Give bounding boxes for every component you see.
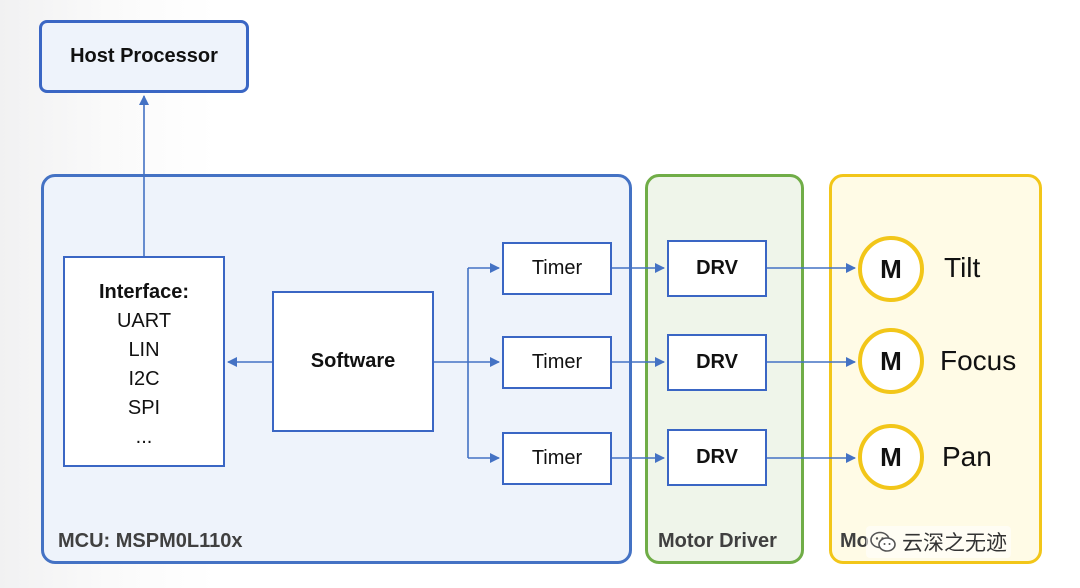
motor-focus: M [858, 328, 924, 394]
timer-label: Timer [531, 351, 583, 373]
motor-driver-region-label: Motor Driver [658, 530, 777, 552]
drv-box-tilt: DRV [667, 240, 767, 297]
timer-label: Timer [531, 257, 583, 279]
motor-name-tilt: Tilt [944, 252, 981, 283]
interface-item-lin: LIN [128, 339, 160, 361]
watermark: 云深之无迹 [866, 526, 1011, 558]
interface-item-more: ... [135, 426, 153, 448]
motor-symbol: M [880, 253, 902, 284]
timer-box-pan: Timer [502, 432, 612, 485]
timer-label: Timer [531, 447, 583, 469]
motor-driver-region: Motor Driver [645, 174, 804, 564]
motor-name-pan: Pan [942, 441, 992, 472]
interface-item-i2c: I2C [128, 368, 160, 390]
drv-box-focus: DRV [667, 334, 767, 391]
host-processor-box: Host Processor [39, 20, 249, 93]
timer-box-focus: Timer [502, 336, 612, 389]
mcu-region-label: MCU: MSPM0L110x [58, 530, 243, 552]
interface-item-spi: SPI [127, 397, 161, 419]
timer-box-tilt: Timer [502, 242, 612, 295]
interface-box: Interface: UART LIN I2C SPI ... [63, 256, 225, 467]
motor-symbol: M [880, 441, 902, 472]
drv-label: DRV [696, 446, 738, 468]
drv-box-pan: DRV [667, 429, 767, 486]
drv-label: DRV [696, 257, 738, 279]
host-processor-label: Host Processor [70, 45, 218, 67]
interface-title: Interface: [98, 281, 190, 303]
interface-item-uart: UART [116, 310, 172, 332]
wechat-icon [870, 531, 896, 552]
watermark-text: 云深之无迹 [902, 532, 1007, 555]
motor-symbol: M [880, 345, 902, 376]
motor-name-focus: Focus [940, 345, 1017, 376]
software-label: Software [310, 350, 396, 372]
software-box: Software [272, 291, 434, 432]
motor-pan: M [858, 424, 924, 490]
drv-label: DRV [696, 351, 738, 373]
motors-region-label: Mo [840, 530, 869, 552]
motor-tilt: M [858, 236, 924, 302]
